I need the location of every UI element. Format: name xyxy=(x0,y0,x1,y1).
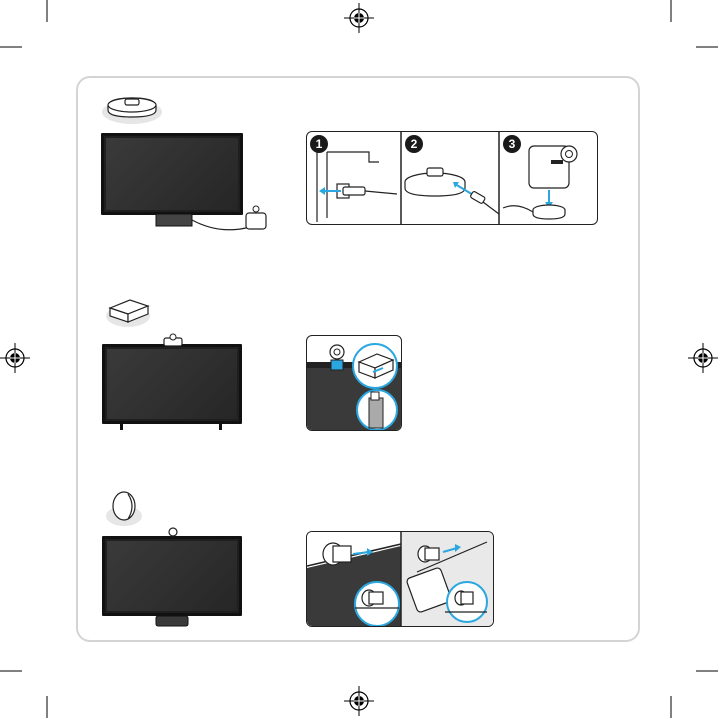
box-mount-icon xyxy=(104,294,158,330)
base-mount-icon xyxy=(100,86,164,126)
step-2-badge: 2 xyxy=(405,135,423,153)
tv-disc-camera-stand xyxy=(98,524,248,634)
step-1-badge: 1 xyxy=(310,135,328,153)
registration-left-icon xyxy=(0,343,30,373)
disc-mount-illustration xyxy=(307,532,494,627)
registration-right-icon xyxy=(688,343,718,373)
box-mount-detail-panel xyxy=(306,335,402,431)
box-mount-illustration xyxy=(307,336,402,431)
registration-bottom-icon xyxy=(344,686,374,716)
step-1-panel xyxy=(306,131,598,225)
tv-with-base-camera xyxy=(101,133,243,215)
tv-top-camera-legs xyxy=(98,330,248,440)
tv-screen xyxy=(106,138,238,210)
tv-stand-cable xyxy=(100,205,280,245)
disc-mount-detail-panel xyxy=(306,531,494,627)
step-3-badge: 3 xyxy=(503,135,521,153)
step-illustration-strip xyxy=(307,132,598,225)
registration-top-icon xyxy=(344,3,374,33)
